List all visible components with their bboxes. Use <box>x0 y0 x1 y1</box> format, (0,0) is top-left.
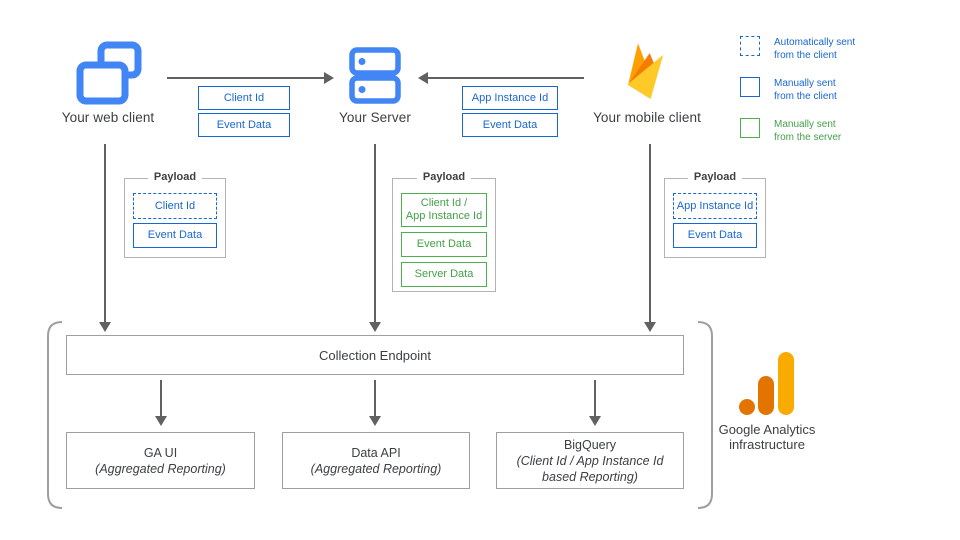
arrow-ce-to-dataapi-head <box>369 416 381 426</box>
legend-swatch-auto-client <box>740 36 760 56</box>
bigquery-title: BigQuery <box>563 437 617 452</box>
arrow-mobile-to-server-line <box>428 77 584 79</box>
payload-item-server-data: Server Data <box>401 262 487 287</box>
ga-ui-box: GA UI (Aggregated Reporting) <box>66 432 255 489</box>
payload-title: Payload <box>416 171 472 183</box>
payload-item-event-data: Event Data <box>401 232 487 257</box>
payload-title: Payload <box>687 171 743 183</box>
server-label: Your Server <box>339 110 411 125</box>
arrow-ce-to-bigquery-head <box>589 416 601 426</box>
legend-label-auto-client: Automatically sent from the client <box>774 37 856 61</box>
google-analytics-icon <box>739 352 794 415</box>
data-api-title: Data API <box>351 445 401 460</box>
payload-group-web: Payload Client Id Event Data <box>124 171 226 258</box>
legend-swatch-manual-client <box>740 77 760 97</box>
legend-swatch-manual-server <box>740 118 760 138</box>
ga-ui-subtitle: (Aggregated Reporting) <box>95 461 226 476</box>
data-api-subtitle: (Aggregated Reporting) <box>310 461 442 476</box>
data-api-box: Data API (Aggregated Reporting) <box>282 432 470 489</box>
ga-infrastructure-label: Google Analytics infrastructure <box>718 422 816 452</box>
payload-item-app-instance-id: App Instance Id <box>673 193 757 219</box>
arrow-mobile-down-line <box>649 144 651 322</box>
arrow-server-down-head <box>369 322 381 332</box>
arrow-mobile-down-head <box>644 322 656 332</box>
payload-group-mobile: Payload App Instance Id Event Data <box>664 171 766 258</box>
collection-endpoint-label: Collection Endpoint <box>318 347 432 363</box>
arrow-web-to-server-head <box>324 72 334 84</box>
arrow-web-down-line <box>104 144 106 322</box>
arrow-ce-to-dataapi-line <box>374 380 376 416</box>
firebase-mobile-icon <box>627 43 664 99</box>
web-client-label: Your web client <box>61 110 155 125</box>
tag-app-instance-id: App Instance Id <box>462 86 558 110</box>
payload-group-server: Payload Client Id / App Instance Id Even… <box>392 171 496 292</box>
arrow-web-down-head <box>99 322 111 332</box>
payload-title: Payload <box>147 171 203 183</box>
tag-event-data-mobile: Event Data <box>462 113 558 137</box>
tag-event-data-web: Event Data <box>198 113 290 137</box>
tag-client-id: Client Id <box>198 86 290 110</box>
ga-ui-title: GA UI <box>143 445 178 460</box>
legend-label-manual-client: Manually sent from the client <box>774 78 837 102</box>
payload-item-event-data: Event Data <box>673 223 757 248</box>
bigquery-subtitle: (Client Id / App Instance Id based Repor… <box>516 453 664 484</box>
arrow-ce-to-gaui-line <box>160 380 162 416</box>
web-client-icon <box>76 41 142 105</box>
arrow-mobile-to-server-head <box>418 72 428 84</box>
infrastructure-bracket-left <box>47 321 63 509</box>
arrow-ce-to-gaui-head <box>155 416 167 426</box>
arrow-web-to-server-line <box>167 77 324 79</box>
collection-endpoint-box: Collection Endpoint <box>66 335 684 375</box>
arrow-ce-to-bigquery-line <box>594 380 596 416</box>
payload-item-client-or-app-id: Client Id / App Instance Id <box>401 193 487 227</box>
payload-item-event-data: Event Data <box>133 223 217 248</box>
bigquery-box: BigQuery (Client Id / App Instance Id ba… <box>496 432 684 489</box>
infrastructure-bracket-right <box>697 321 713 509</box>
arrow-server-down-line <box>374 144 376 322</box>
payload-item-client-id: Client Id <box>133 193 217 219</box>
mobile-client-label: Your mobile client <box>593 110 701 125</box>
server-icon <box>349 47 401 104</box>
legend-label-manual-server: Manually sent from the server <box>774 119 842 143</box>
